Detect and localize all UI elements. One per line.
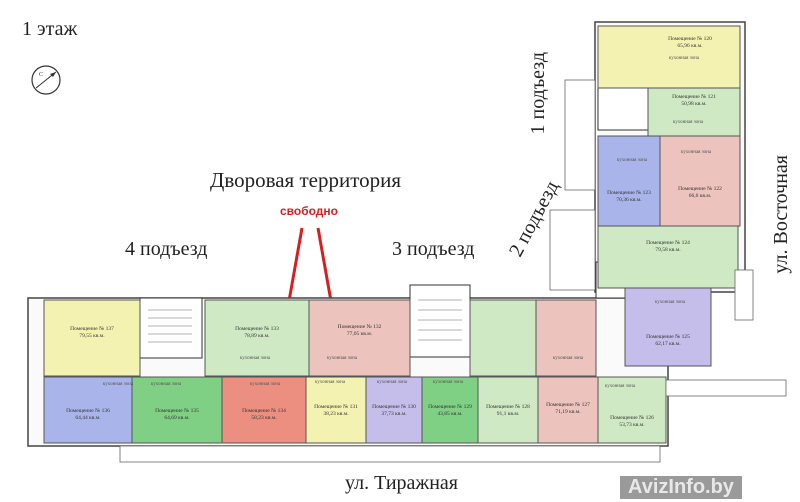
kitchen-zone-label: кухонная зона <box>326 356 358 361</box>
compass-icon: C <box>31 65 61 95</box>
svg-text:C: C <box>39 72 43 78</box>
kitchen-zone-label: кухонная зона <box>680 150 712 155</box>
free-label: свободно <box>280 204 339 218</box>
kitchen-zone-label: кухонная зона <box>668 56 700 61</box>
entrance-4-label: 4 подъезд <box>125 238 208 260</box>
kitchen-zone-label: кухонная зона <box>314 380 346 385</box>
street-bottom-label: ул. Тиражная <box>345 472 458 494</box>
kitchen-zone-label: кухонная зона <box>654 300 686 305</box>
kitchen-zone-label: кухонная зона <box>150 382 182 387</box>
kitchen-zone-label: кухонная зона <box>102 382 134 387</box>
courtyard-label: Дворовая территория <box>210 168 401 192</box>
watermark: AvizInfo.by <box>620 476 742 499</box>
kitchen-zone-label: кухонная зона <box>376 380 408 385</box>
kitchen-zone-label: кухонная зона <box>432 380 464 385</box>
floor-label: 1 этаж <box>22 18 78 40</box>
kitchen-zone-label: кухонная зона <box>239 356 271 361</box>
kitchen-zone-label: кухонная зона <box>249 382 281 387</box>
kitchen-zone-label: кухонная зона <box>604 384 636 389</box>
kitchen-zone-label: кухонная зона <box>672 120 704 125</box>
entrance-3-label: 3 подъезд <box>392 238 475 260</box>
kitchen-zone-label: кухонная зона <box>552 356 584 361</box>
kitchen-zone-label: кухонная зона <box>616 158 648 163</box>
